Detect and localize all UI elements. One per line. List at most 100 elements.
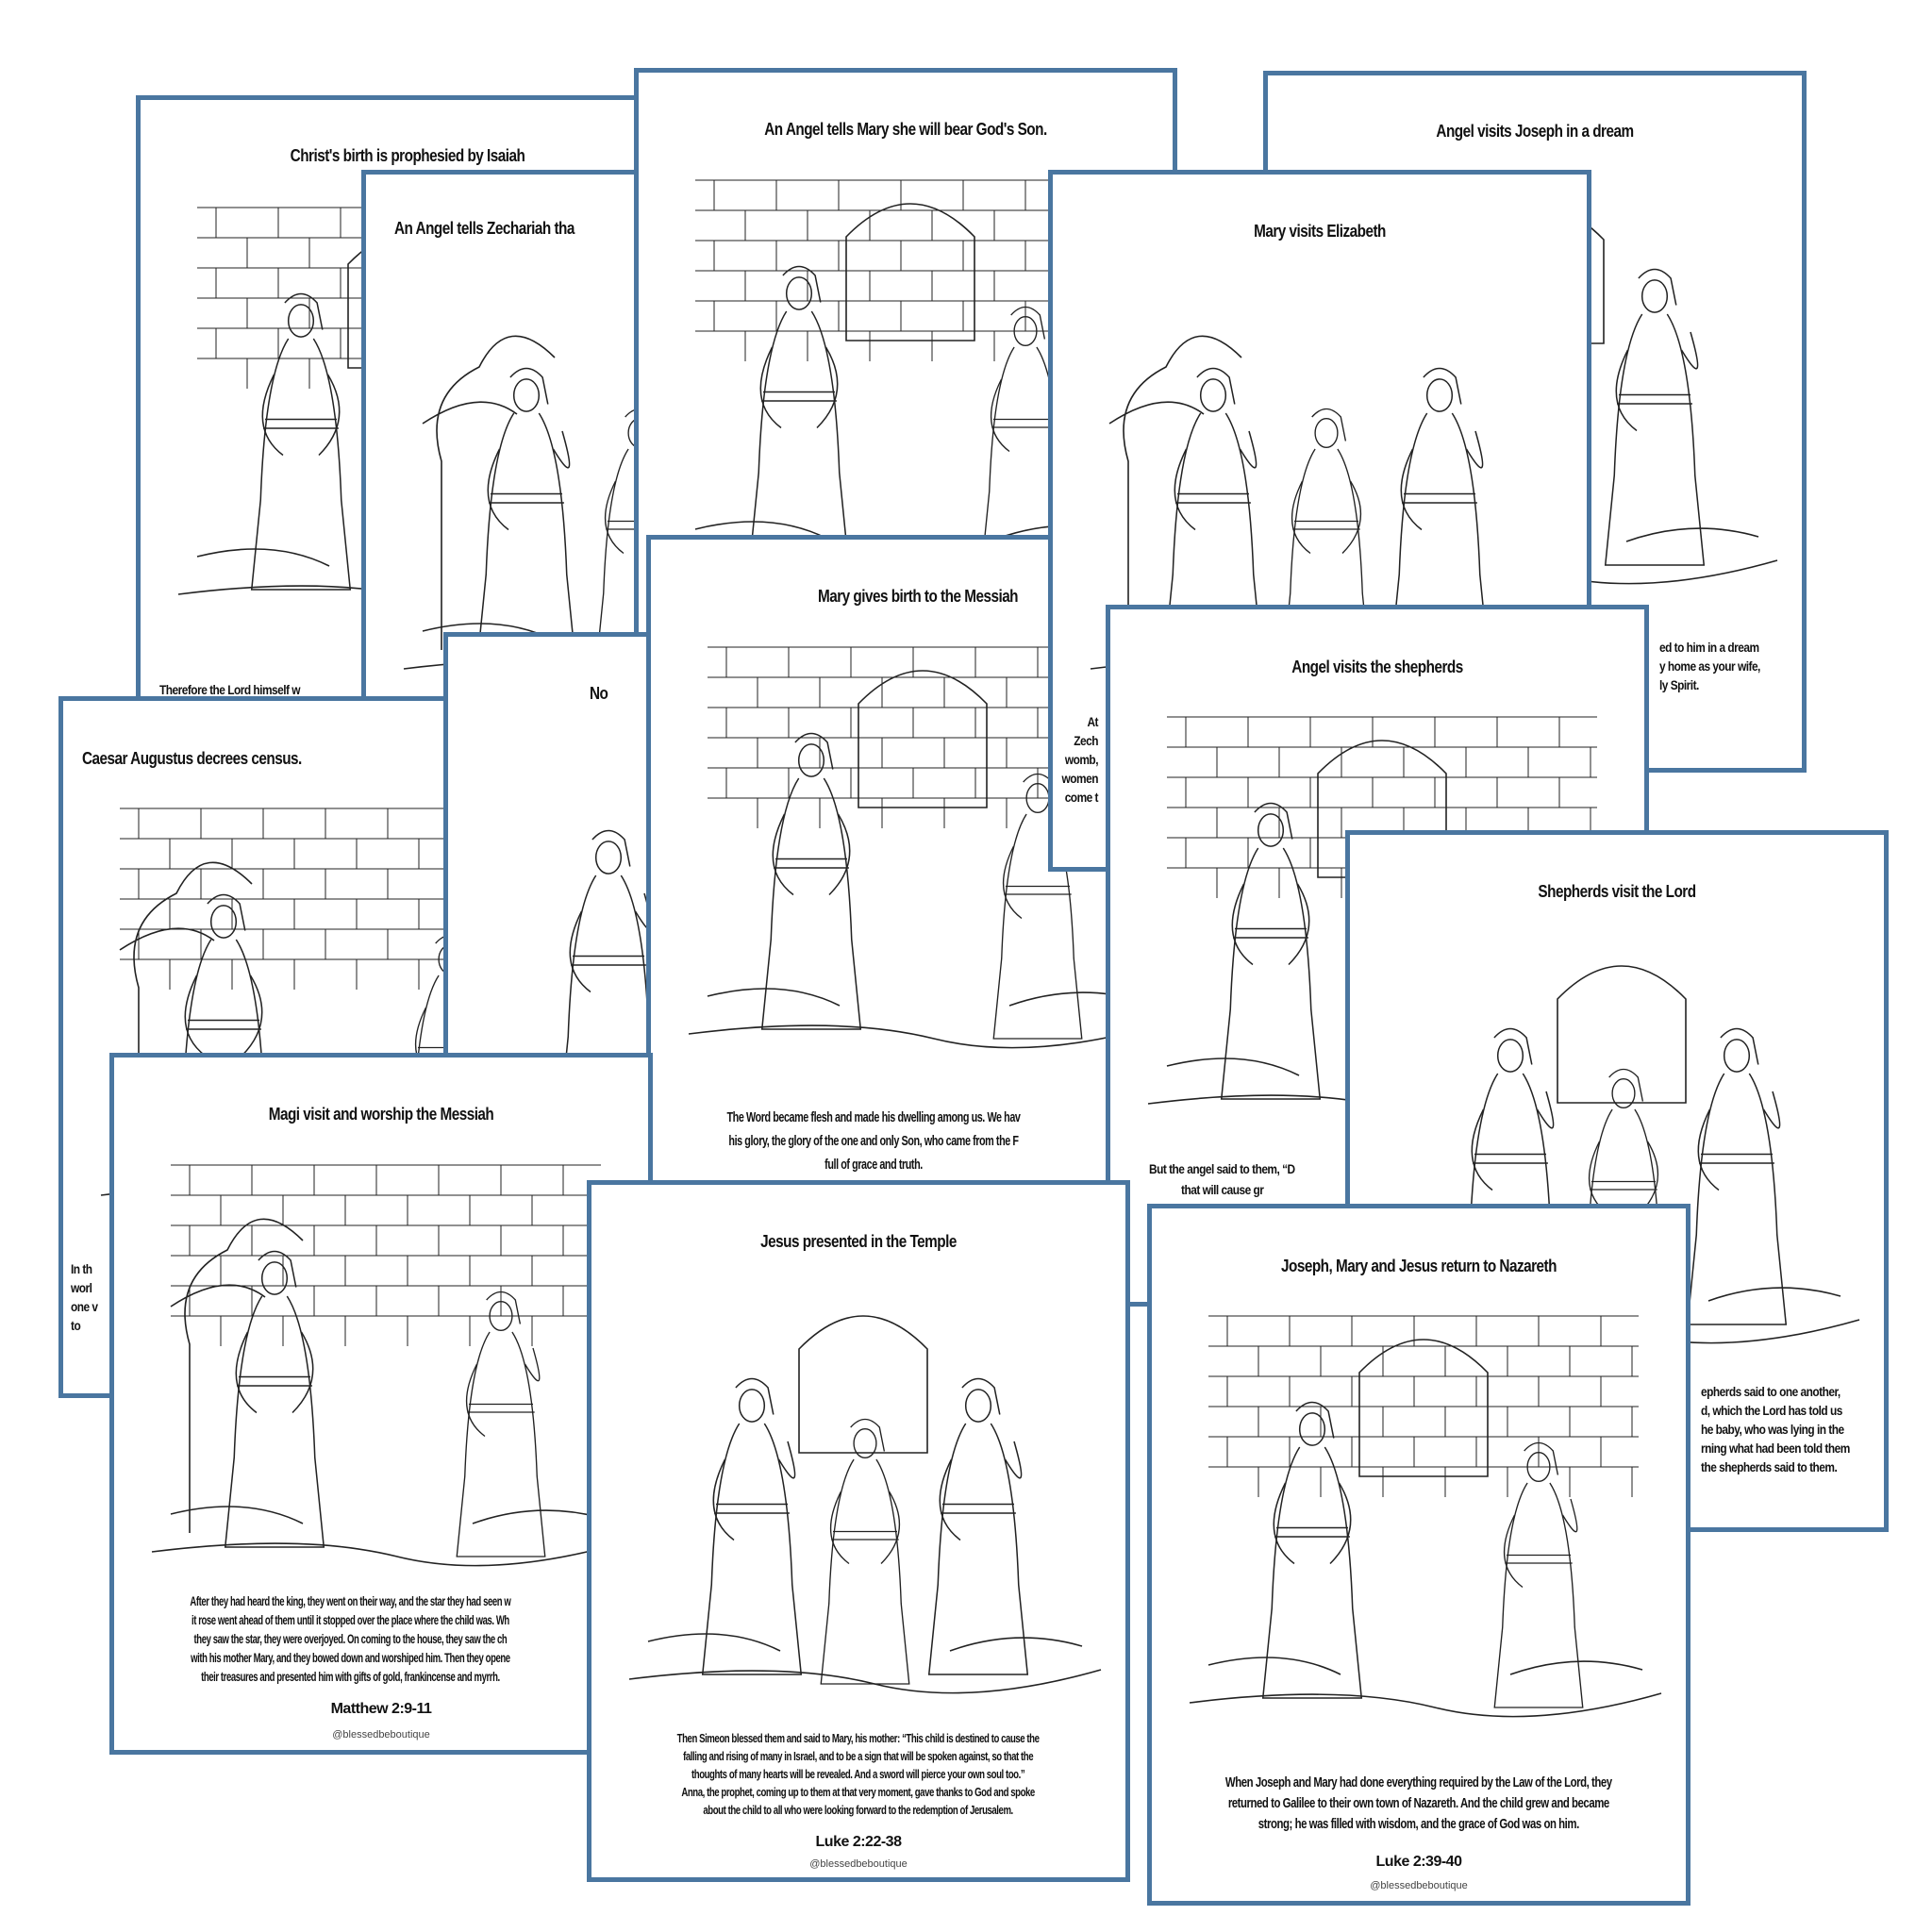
scripture-line: he baby, who was lying in the (1701, 1422, 1844, 1437)
tree (1108, 335, 1242, 650)
figure-head (512, 378, 541, 412)
scripture-text-partial: Therefore the Lord himself w (159, 680, 301, 699)
figure-belt (1292, 520, 1360, 530)
figure-belt (1590, 1180, 1657, 1191)
page-title: Angel visits the shepherds (1291, 658, 1463, 676)
figure (456, 1291, 546, 1557)
figure-arms (1273, 1482, 1352, 1565)
figure-arms (759, 346, 839, 429)
scripture-line: thoughts of many hearts will be revealed… (691, 1767, 1025, 1781)
figure (1261, 1401, 1363, 1699)
figure-hood (258, 1250, 297, 1288)
scripture-line: returned to Galilee to their own town of… (1227, 1795, 1609, 1811)
figure-arms (1174, 430, 1257, 531)
figure-belt (489, 492, 564, 504)
line-art-illustration (628, 1315, 1102, 1694)
scripture-line: with his mother Mary, and they bowed dow… (191, 1650, 510, 1665)
figure-arms (1615, 331, 1699, 432)
scripture-line: full of grace and truth. (824, 1157, 923, 1173)
figure-arms (939, 1441, 1023, 1541)
figure-head (1013, 316, 1038, 346)
scripture-reference: Matthew 2:9-11 (330, 1701, 432, 1717)
figure-hood (1010, 306, 1046, 340)
figure-belt (714, 1503, 790, 1514)
scripture-line: they saw the star, they were overjoyed. … (193, 1631, 508, 1646)
hay-lines (647, 1633, 1083, 1652)
figure-arms (829, 1491, 901, 1565)
figure (701, 1377, 803, 1675)
figure-head (738, 1389, 766, 1423)
figure-hood (1720, 1027, 1759, 1065)
scripture-line: his glory, the glory of the one and only… (728, 1133, 1019, 1149)
scripture-line: Then Simeon blessed them and said to Mar… (676, 1731, 1040, 1745)
hay-lines (707, 988, 1142, 1007)
figure-robe (456, 1331, 546, 1557)
figure-head (1526, 1452, 1551, 1482)
scripture-line: After they had heard the king, they went… (190, 1593, 511, 1608)
figure (224, 1250, 325, 1548)
page-title: An Angel tells Mary she will bear God's … (764, 120, 1047, 139)
scripture-line: falling and rising of many in Israel, an… (683, 1749, 1034, 1763)
scripture-line: womb, (1064, 752, 1099, 767)
ground-line (1189, 1692, 1662, 1718)
page-title: Mary visits Elizabeth (1254, 222, 1386, 241)
hay-lines (170, 1506, 606, 1524)
figure-robe (1261, 1446, 1363, 1699)
figure (820, 1418, 910, 1685)
page-title: An Angel tells Zechariah tha (394, 219, 575, 238)
figure-robe (224, 1295, 325, 1548)
arch-window (1317, 740, 1447, 878)
figure-head (1314, 418, 1339, 448)
ground-line (151, 1541, 625, 1567)
figure-belt (1473, 1153, 1548, 1164)
figure (927, 1377, 1029, 1675)
figure (1220, 802, 1322, 1100)
scripture-line: In th (71, 1261, 92, 1276)
figure-robe (820, 1458, 910, 1685)
figure-belt (761, 391, 837, 402)
figure (475, 367, 577, 665)
figure-belt (991, 418, 1059, 428)
brand-handle: @blessedbeboutique (332, 1729, 430, 1740)
scripture-line: At (1087, 714, 1098, 729)
figure-head (1199, 378, 1227, 412)
figure-head (594, 841, 623, 874)
brand-handle: @blessedbeboutique (1370, 1880, 1468, 1891)
scripture-line: that will cause gr (1181, 1182, 1264, 1197)
figure-belt (467, 1403, 535, 1413)
figure-hood (850, 1418, 886, 1452)
figure (748, 265, 850, 563)
scripture-reference: Luke 2:39-40 (1375, 1854, 1462, 1870)
figure-arms (1503, 1498, 1578, 1589)
figure-head (1298, 1412, 1326, 1446)
tree (422, 335, 556, 650)
figure-arms (712, 1441, 796, 1541)
figure-belt (1699, 1153, 1774, 1164)
figure-hood (1638, 268, 1677, 306)
scripture-line: ly Spirit. (1659, 677, 1699, 692)
figure-hood (735, 1377, 774, 1415)
figure-belt (1175, 492, 1251, 504)
figure-belt (941, 1503, 1016, 1514)
figure-hood (794, 732, 834, 770)
figure-belt (1274, 1526, 1350, 1538)
tree (170, 1218, 304, 1533)
figure-arms (184, 974, 263, 1058)
page-title: Magi visit and worship the Messiah (268, 1105, 494, 1124)
page-title: No (590, 684, 608, 703)
figure-robe (927, 1423, 1029, 1675)
scripture-line: d, which the Lord has told us (1701, 1403, 1842, 1418)
figure (250, 292, 352, 591)
figure-hood (509, 367, 549, 405)
figure-head (287, 304, 315, 338)
figure-robe (748, 310, 850, 563)
figure-arms (487, 430, 571, 531)
scripture-line: worl (71, 1280, 92, 1295)
scripture-line: Anna, the prophet, coming up to them at … (681, 1785, 1035, 1799)
figure-head (1611, 1078, 1636, 1108)
brand-handle: @blessedbeboutique (809, 1858, 908, 1870)
coloring-page-naz: Joseph, Mary and Jesus return to Nazaret… (1147, 1204, 1690, 1906)
figure (760, 732, 862, 1030)
scripture-reference: Luke 2:22-38 (815, 1834, 902, 1850)
